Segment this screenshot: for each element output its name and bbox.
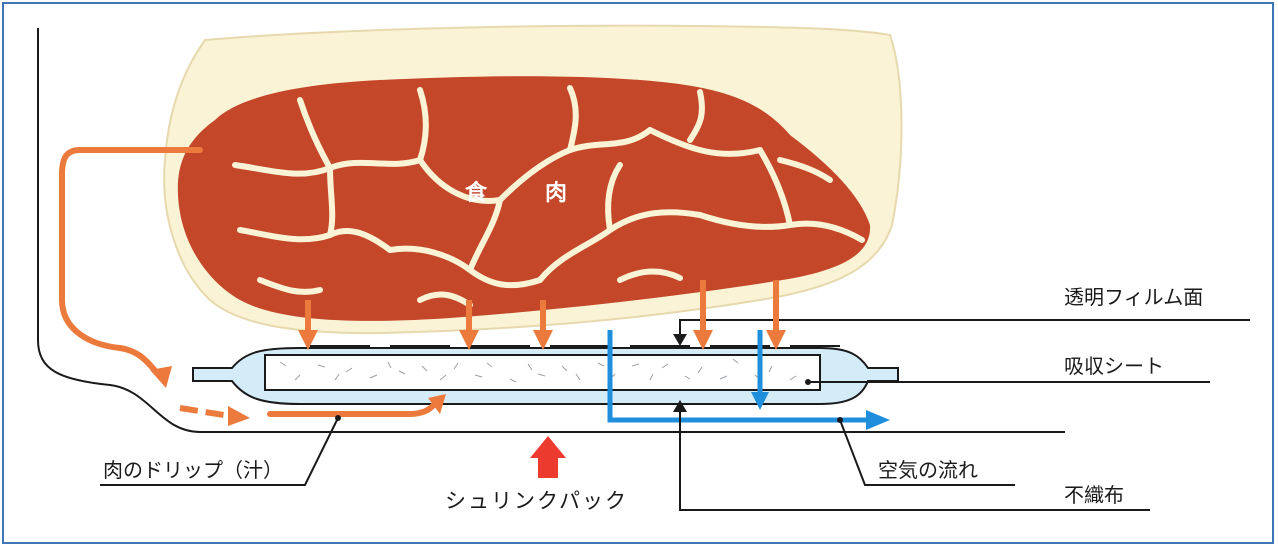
meat-label-1: 食 (465, 180, 488, 206)
drip-bottom-arrowhead (428, 394, 446, 414)
nonwoven-leader-arrowhead (673, 400, 687, 412)
fat-marbling (232, 85, 865, 308)
air-leader-line (839, 419, 1015, 486)
drip-arrows-down (298, 280, 786, 350)
air-down-arrowhead (751, 392, 769, 410)
fiber-texture (279, 358, 797, 383)
drip-flow-arrowhead-2 (228, 406, 250, 426)
absorbent-core (264, 354, 821, 391)
drip-flow-dashed (179, 405, 231, 419)
drip-arrow (533, 300, 553, 350)
shrink-film-line (37, 28, 1065, 433)
nonwoven-label: 不織布 (1064, 483, 1124, 507)
drip-flow-path (59, 147, 203, 378)
drip-leader-line (100, 417, 339, 486)
film-leader-line (679, 319, 1250, 338)
air-flow-label: 空気の流れ (878, 458, 978, 482)
drip-arrow (766, 280, 786, 350)
air-flow (607, 330, 890, 430)
drip-flow-arrowhead (150, 366, 172, 388)
air-flow-arrowhead (866, 410, 890, 430)
film-leader-arrowhead (673, 334, 687, 346)
air-flow-path (607, 330, 870, 423)
shrink-pack-arrow (530, 436, 566, 478)
absorption-sheet-label: 吸収シート (1064, 354, 1164, 378)
meat-drip-label: 肉のドリップ（汁） (103, 458, 283, 482)
film-surface-label: 透明フィルム面 (1064, 285, 1203, 309)
shrink-pack-label: シュリンクパック (445, 489, 628, 513)
meat-muscle (177, 76, 871, 321)
meat-label-2: 肉 (545, 181, 567, 206)
drip-arrow (459, 300, 479, 350)
drip-arrow (693, 280, 713, 350)
drip-arrow (298, 300, 318, 350)
nonwoven-leader-line (679, 410, 1150, 511)
